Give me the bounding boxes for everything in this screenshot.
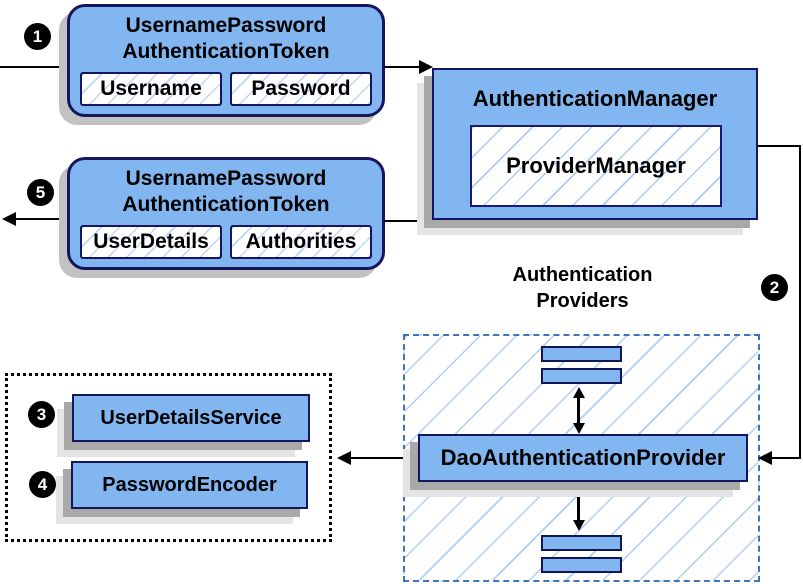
request-token-title: UsernamePassword AuthenticationToken: [70, 13, 382, 65]
step-3-badge: 3: [28, 401, 55, 428]
user-details-field: UserDetails: [80, 225, 222, 259]
connector-step1-in: [0, 66, 67, 68]
step-2-badge: 2: [761, 274, 788, 301]
connector-into-providers: [771, 457, 801, 459]
request-token-title-line1: UsernamePassword: [125, 14, 327, 37]
provider-item-bar: [541, 535, 622, 551]
request-token-node: UsernamePassword AuthenticationToken Use…: [67, 4, 385, 117]
provider-manager-node: ProviderManager: [470, 125, 722, 207]
arrowhead-response-out: [2, 212, 16, 226]
response-token-title: UsernamePassword AuthenticationToken: [70, 166, 382, 218]
arrowhead-into-manager: [419, 60, 433, 74]
arrowhead-into-dao: [758, 451, 772, 465]
provider-item-bar: [541, 368, 622, 384]
connector-manager-to-response-token: [385, 220, 433, 222]
response-token-title-line2: AuthenticationToken: [122, 193, 330, 216]
arrowhead-into-beans: [337, 451, 351, 465]
request-token-fields: Username Password: [80, 72, 372, 106]
providers-heading-line1: Authentication: [512, 264, 653, 286]
user-details-service-node: UserDetailsService: [72, 394, 310, 442]
username-field: Username: [80, 72, 222, 106]
providers-heading: Authentication Providers: [455, 262, 710, 314]
step-5-badge: 5: [27, 179, 54, 206]
bidirectional-arrow-bottom: [569, 484, 589, 531]
provider-item-bar: [541, 346, 622, 362]
authorities-field: Authorities: [230, 225, 372, 259]
authentication-manager-title: AuthenticationManager: [472, 86, 718, 111]
bidirectional-arrow-top: [569, 387, 589, 434]
step-4-badge: 4: [29, 471, 56, 498]
step-1-badge: 1: [24, 23, 51, 50]
dao-authentication-provider-node: DaoAuthenticationProvider: [418, 434, 748, 482]
connector-right-vertical: [799, 145, 801, 459]
connector-manager-out: [758, 145, 801, 147]
password-encoder-node: PasswordEncoder: [71, 461, 308, 509]
password-field: Password: [230, 72, 372, 106]
request-token-title-line2: AuthenticationToken: [122, 40, 330, 63]
providers-heading-line2: Providers: [536, 290, 629, 312]
connector-dao-to-beans: [350, 457, 418, 459]
response-token-fields: UserDetails Authorities: [80, 225, 372, 259]
authentication-manager-node: AuthenticationManager ProviderManager: [432, 68, 758, 220]
connector-token-to-manager: [385, 66, 422, 68]
response-token-title-line1: UsernamePassword: [125, 167, 327, 190]
provider-item-bar: [541, 557, 622, 573]
response-token-node: UsernamePassword AuthenticationToken Use…: [67, 157, 385, 270]
connector-response-out: [13, 218, 68, 220]
